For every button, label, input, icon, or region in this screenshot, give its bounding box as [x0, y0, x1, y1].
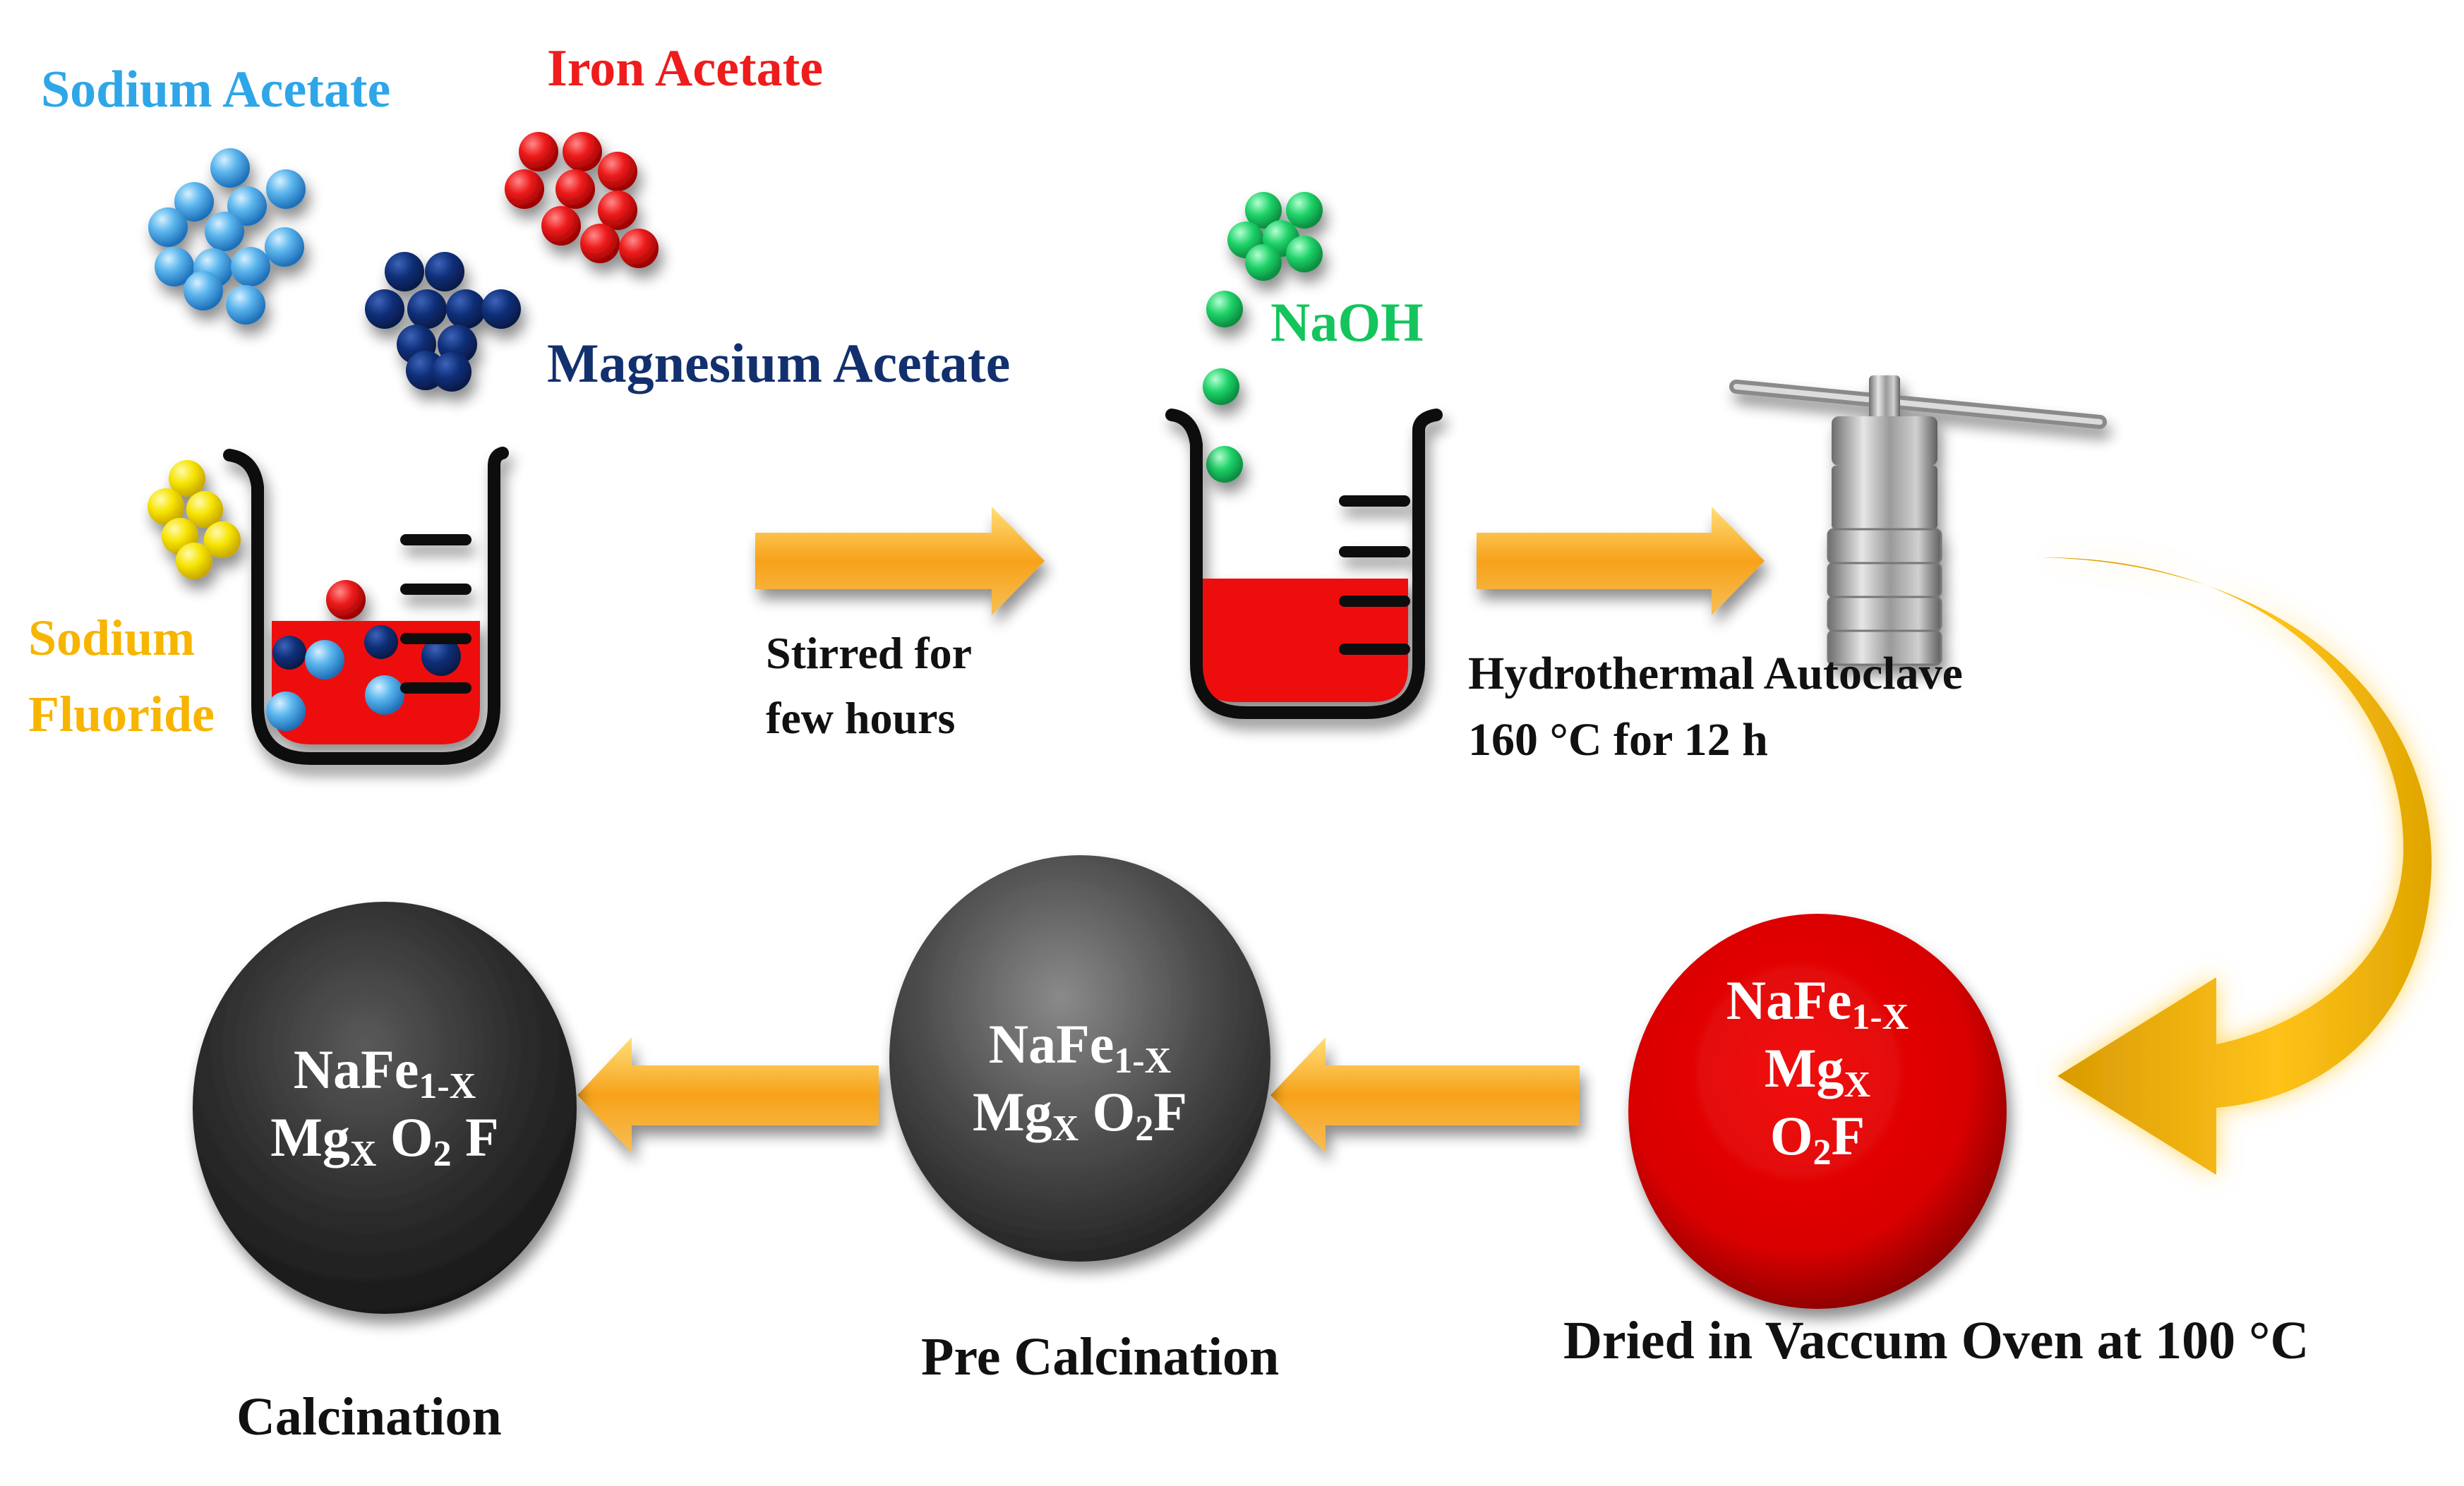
arrow-to-stirring: [755, 507, 1045, 615]
stirring-step-line1: Stirred for: [766, 628, 973, 678]
stirring-step-line2: few hours: [766, 693, 956, 743]
autoclave-step-line2: 160 °C for 12 h: [1468, 714, 1768, 766]
drying-step-label: Dried in Vaccum Oven at 100 °C: [1563, 1311, 2309, 1370]
stirring-step-label: Stirred for few hours: [766, 621, 972, 751]
curved-arrow-to-drying: [2043, 557, 2432, 1175]
sodium-acetate-label: Sodium Acetate: [41, 61, 391, 119]
sodium-acetate-particles: [148, 148, 306, 325]
pre-calcined-product-sphere: [889, 855, 1270, 1262]
arrow-to-pre-calcination: [1270, 1037, 1580, 1153]
iron-acetate-label: Iron Acetate: [547, 40, 824, 97]
arrow-to-autoclave: [1477, 507, 1765, 615]
pre-calcined-product-formula: NaFe1-X MgX O2F: [972, 1013, 1187, 1149]
calcination-label: Calcination: [236, 1387, 502, 1446]
autoclave-step-line1: Hydrothermal Autoclave: [1468, 648, 1963, 699]
magnesium-acetate-particles: [365, 252, 521, 392]
magnesium-acetate-label: Magnesium Acetate: [547, 332, 1011, 394]
autoclave-step-label: Hydrothermal Autoclave 160 °C for 12 h: [1468, 641, 1963, 773]
sodium-fluoride-particles: [148, 460, 241, 579]
dried-product-sphere: [1628, 914, 2007, 1309]
naoh-beaker: [1165, 409, 1443, 719]
iron-acetate-particles: [505, 132, 659, 268]
autoclave-icon: [1729, 375, 2107, 666]
naoh-label: NaOH: [1270, 291, 1424, 353]
mixing-beaker: [223, 447, 509, 765]
calcined-product-formula: NaFe1-X MgX O2 F: [270, 1039, 499, 1174]
calcined-product-sphere: [193, 902, 577, 1314]
sodium-fluoride-label-line2: Fluoride: [28, 686, 215, 742]
dried-product-formula: NaFe1-X MgX O2F: [1726, 969, 1909, 1173]
sodium-fluoride-label-line1: Sodium: [28, 610, 196, 666]
naoh-particles: [1203, 192, 1323, 483]
arrow-to-calcination: [577, 1037, 879, 1153]
pre-calcination-label: Pre Calcination: [921, 1327, 1280, 1387]
